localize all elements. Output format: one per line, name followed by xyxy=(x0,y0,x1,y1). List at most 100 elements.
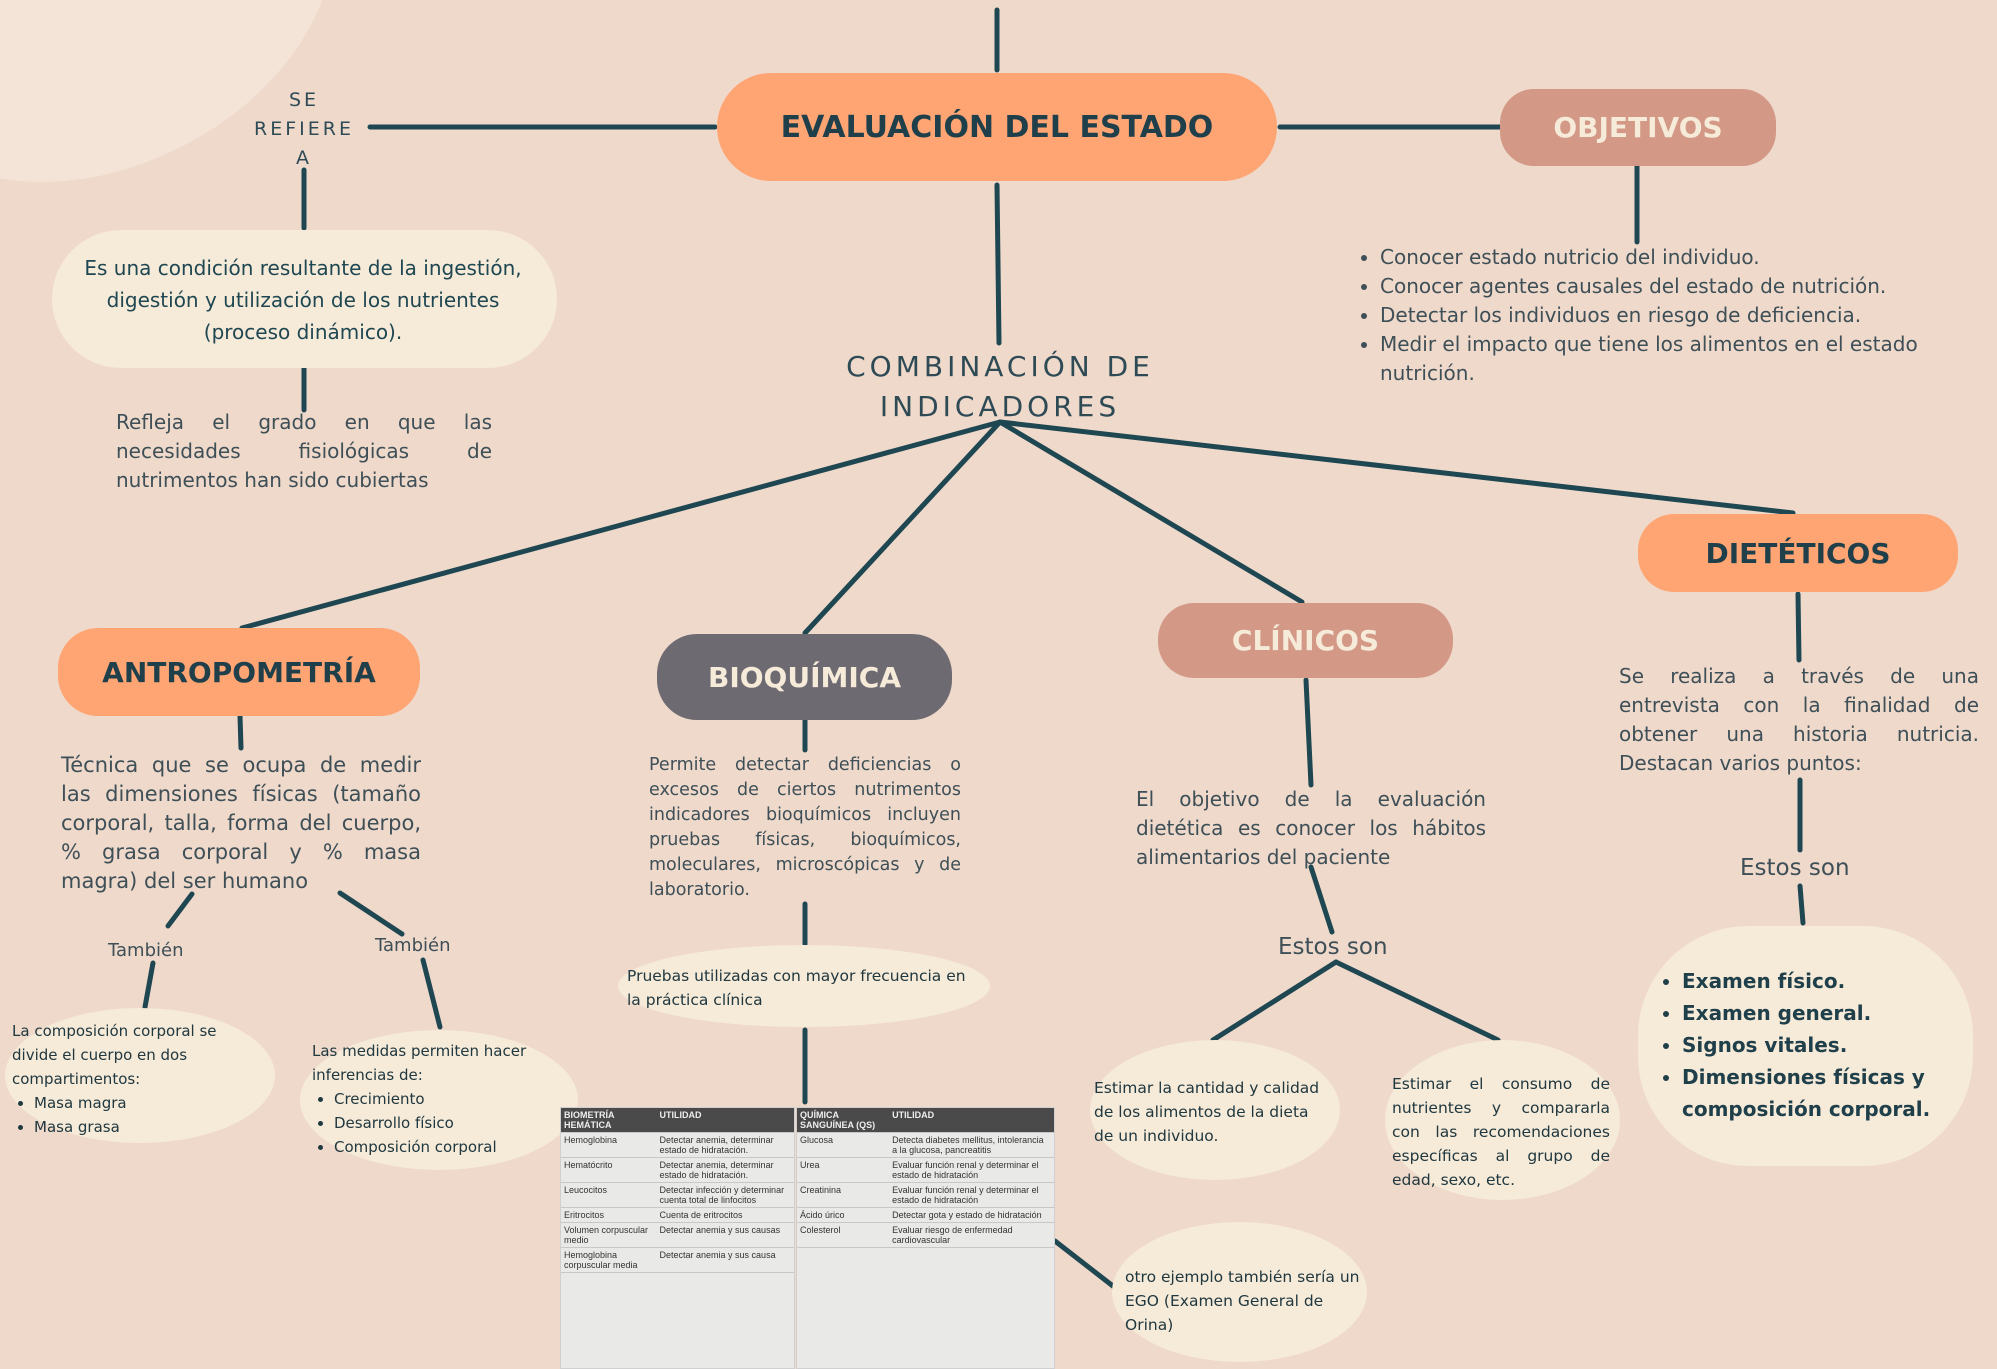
connector xyxy=(165,891,195,929)
table-row: Eritrocitos Cuenta de eritrocitos xyxy=(561,1207,794,1223)
composition-text-block: La composición corporal se divide el cue… xyxy=(12,1019,262,1139)
dieteticos-list-node xyxy=(1638,926,1973,1166)
list-item: Medir el impacto que tiene los alimentos… xyxy=(1380,330,1970,388)
connector xyxy=(1052,1238,1121,1293)
list-item: Desarrollo físico xyxy=(334,1111,570,1135)
table-row: Hemoglobina corpuscular media Detectar a… xyxy=(561,1247,794,1273)
composition-node xyxy=(5,1008,275,1143)
connector xyxy=(1797,883,1806,926)
connector xyxy=(802,419,1003,636)
main-title-node: EVALUACIÓN DEL ESTADO xyxy=(717,73,1277,181)
list-item: Composición corporal xyxy=(334,1135,570,1159)
biometria-table-image: BIOMETRÍA HEMÁTICA UTILIDAD Hemoglobina … xyxy=(560,1107,795,1369)
table-row: Volumen corpuscular medio Detectar anemi… xyxy=(561,1222,794,1248)
definition-text: Es una condición resultante de la ingest… xyxy=(84,256,522,344)
table-row: Hemoglobina Detectar anemia, determinar … xyxy=(561,1132,794,1158)
connector xyxy=(994,182,1002,346)
table-cell: Detectar anemia, determinar estado de hi… xyxy=(656,1132,794,1158)
table-header: BIOMETRÍA HEMÁTICA xyxy=(561,1108,657,1133)
table-cell: Hemoglobina corpuscular media xyxy=(561,1247,657,1273)
table-cell: Glucosa xyxy=(797,1132,890,1158)
clinicos-title: CLÍNICOS xyxy=(1231,624,1380,657)
measures-text: Las medidas permiten hacer inferencias d… xyxy=(312,1042,527,1084)
table-cell: Urea xyxy=(797,1157,890,1183)
se-refiere-label: SE REFIERE A xyxy=(244,86,364,173)
tambien-left: También xyxy=(108,940,184,961)
tambien-right: También xyxy=(375,935,451,956)
connector xyxy=(237,713,244,751)
list-item: Detectar los individuos en riesgo de def… xyxy=(1380,301,1970,330)
list-item: Examen físico. xyxy=(1682,965,1972,997)
quimica-table: QUÍMICA SANGUÍNEA (QS) UTILIDAD Glucosa … xyxy=(797,1108,1054,1248)
connector xyxy=(239,419,1003,631)
bioquimica-node: BIOQUÍMICA xyxy=(657,634,952,720)
list-item: Masa grasa xyxy=(34,1115,262,1139)
table-header: UTILIDAD xyxy=(889,1108,1054,1133)
clinicos-right-node xyxy=(1385,1040,1620,1200)
dieteticos-desc: Se realiza a través de una entrevista co… xyxy=(1619,664,1979,775)
connector xyxy=(1308,864,1335,935)
connector xyxy=(420,957,443,1030)
table-cell: Detectar anemia y sus causa xyxy=(656,1247,794,1273)
connector xyxy=(1303,677,1314,788)
table-header: QUÍMICA SANGUÍNEA (QS) xyxy=(797,1108,890,1133)
combination-line: INDICADORES xyxy=(879,390,1121,423)
table-cell: Ácido úrico xyxy=(797,1207,890,1223)
list-item: Crecimiento xyxy=(334,1087,570,1111)
list-item: Conocer agentes causales del estado de n… xyxy=(1380,272,1970,301)
table-cell: Detectar anemia, determinar estado de hi… xyxy=(656,1157,794,1183)
objetivos-list: Conocer estado nutricio del individuo. C… xyxy=(1358,243,1970,388)
dieteticos-node: DIETÉTICOS xyxy=(1638,514,1958,592)
antropometria-node: ANTROPOMETRÍA xyxy=(58,628,420,716)
measures-text-block: Las medidas permiten hacer inferencias d… xyxy=(312,1039,570,1159)
composition-text: La composición corporal se divide el cue… xyxy=(12,1022,217,1088)
list-item: Examen general. xyxy=(1682,997,1972,1029)
list-item: Masa magra xyxy=(34,1091,262,1115)
ego-node xyxy=(1112,1222,1367,1362)
connector xyxy=(1795,591,1802,663)
table-row: Hematócrito Detectar anemia, determinar … xyxy=(561,1157,794,1183)
table-row: Creatinina Evaluar función renal y deter… xyxy=(797,1182,1054,1208)
ego-text: otro ejemplo también sería un EGO (Exame… xyxy=(1125,1268,1360,1334)
antropometria-desc: Técnica que se ocupa de medir las dimens… xyxy=(61,753,421,893)
table-row: Ácido úrico Detectar gota y estado de hi… xyxy=(797,1207,1054,1223)
combination-line: COMBINACIÓN DE xyxy=(846,350,1154,383)
objetivos-node: OBJETIVOS xyxy=(1500,89,1776,166)
clinicos-left-text: Estimar la cantidad y calidad de los ali… xyxy=(1094,1079,1320,1145)
table-row: Colesterol Evaluar riesgo de enfermedad … xyxy=(797,1222,1054,1248)
table-row: Leucocitos Detectar infección y determin… xyxy=(561,1182,794,1208)
connector xyxy=(142,960,156,1010)
connector xyxy=(1210,959,1339,1043)
table-cell: Detectar gota y estado de hidratación xyxy=(889,1207,1054,1223)
clinicos-node: CLÍNICOS xyxy=(1158,603,1453,678)
clinicos-left-node xyxy=(1090,1040,1340,1180)
table-cell: Volumen corpuscular medio xyxy=(561,1222,657,1248)
bioquimica-title: BIOQUÍMICA xyxy=(707,660,902,694)
se-refiere-line: REFIERE xyxy=(254,118,354,140)
table-cell: Hematócrito xyxy=(561,1157,657,1183)
table-row: Glucosa Detecta diabetes mellitus, intol… xyxy=(797,1132,1054,1158)
table-cell: Eritrocitos xyxy=(561,1207,657,1223)
dieteticos-title: DIETÉTICOS xyxy=(1705,536,1891,570)
table-header: UTILIDAD xyxy=(656,1108,794,1133)
measures-node xyxy=(300,1030,578,1170)
connector xyxy=(1333,959,1501,1043)
main-title: EVALUACIÓN DEL ESTADO xyxy=(780,109,1214,145)
se-refiere-line: SE xyxy=(288,89,320,111)
quimica-table-image: QUÍMICA SANGUÍNEA (QS) UTILIDAD Glucosa … xyxy=(796,1107,1055,1369)
table-cell: Evaluar función renal y determinar el es… xyxy=(889,1182,1054,1208)
table-cell: Detecta diabetes mellitus, intolerancia … xyxy=(889,1132,1054,1158)
table-cell: Evaluar función renal y determinar el es… xyxy=(889,1157,1054,1183)
table-cell: Hemoglobina xyxy=(561,1132,657,1158)
bioquimica-desc: Permite detectar deficiencias o excesos … xyxy=(649,755,961,900)
connector xyxy=(337,890,405,937)
table-row: Urea Evaluar función renal y determinar … xyxy=(797,1157,1054,1183)
objetivos-title: OBJETIVOS xyxy=(1553,111,1723,144)
table-cell: Evaluar riesgo de enfermedad cardiovascu… xyxy=(889,1222,1054,1248)
clinicos-right-text: Estimar el consumo de nutrientes y compa… xyxy=(1392,1075,1610,1189)
reflects-text: Refleja el grado en que las necesidades … xyxy=(116,410,492,492)
pruebas-node xyxy=(618,945,990,1027)
biometria-table: BIOMETRÍA HEMÁTICA UTILIDAD Hemoglobina … xyxy=(561,1108,794,1273)
dieteticos-list: Examen físico. Examen general. Signos vi… xyxy=(1660,965,1972,1125)
